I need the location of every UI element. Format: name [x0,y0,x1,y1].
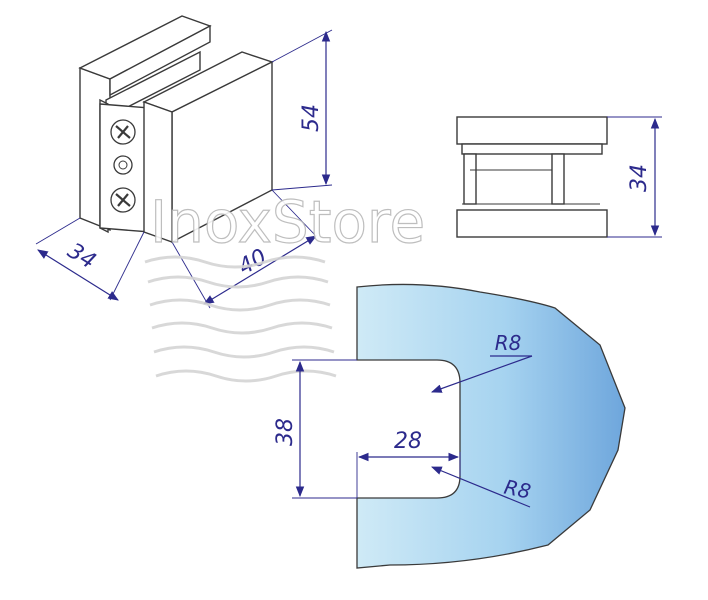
screw-icon [110,119,136,145]
iso-view-clamp [78,15,274,244]
iso-dim-54-label: 54 [299,104,324,132]
cutout-dim-28-label: 28 [394,429,422,454]
side-dim-34-label: 34 [627,164,652,192]
cutout-radius-bottom-label: R8 [502,475,533,504]
side-dimension-height: 34 [607,116,662,238]
watermark-text: InoxStore [150,188,425,256]
cutout-radius-top: R8 [430,331,533,393]
cutout-radius-bottom: R8 [431,466,533,508]
watermark: InoxStore [144,187,426,383]
screw-icon [110,187,136,213]
cutout-dimension-width: 28 [356,429,461,498]
cutout-dim-38-label: 38 [273,418,298,446]
pin-hole-icon [113,155,133,175]
side-view-clamp [456,116,608,238]
cutout-radius-top-label: R8 [495,331,522,355]
cutout-dimension-height: 38 [273,359,357,499]
glass-cutout-shape [356,283,626,569]
iso-dimension-height: 54 [271,29,333,191]
